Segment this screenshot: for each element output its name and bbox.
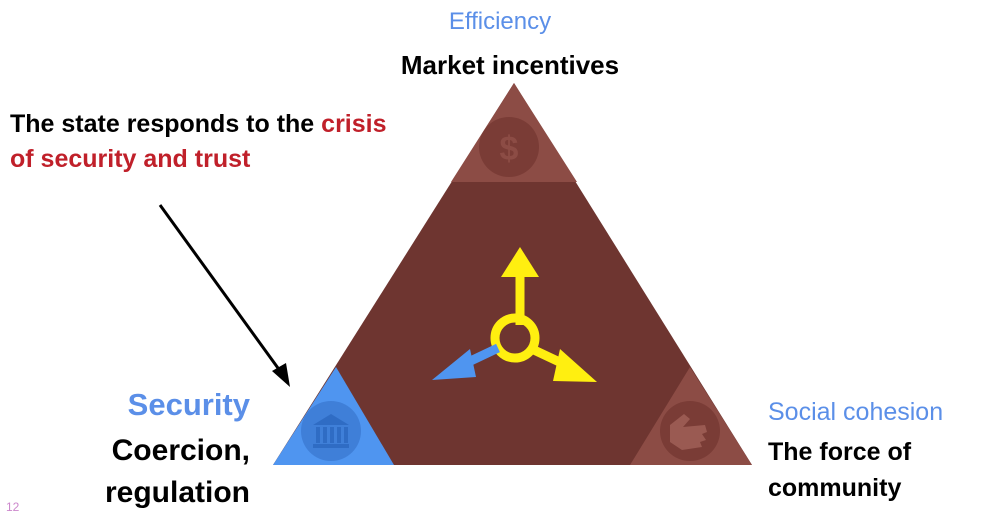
security-title: Security: [127, 387, 250, 422]
callout-text: The state responds to the crisis of secu…: [10, 107, 410, 177]
hand-icon: [660, 401, 720, 461]
social-subtitle-line2: community: [768, 474, 902, 502]
dollar-icon: $: [479, 117, 539, 177]
callout-arrow: [158, 204, 290, 387]
svg-text:$: $: [500, 130, 519, 168]
efficiency-title: Efficiency: [448, 8, 552, 35]
security-subtitle-line1: Coercion,: [111, 434, 250, 467]
social-cohesion-subtitle: The force of community: [768, 434, 988, 506]
security-subtitle-line2: regulation: [104, 476, 250, 509]
three-way-arrows: [432, 247, 597, 382]
callout-black-text: The state responds to the: [10, 110, 322, 138]
efficiency-subtitle: Market incentives: [400, 50, 620, 80]
social-subtitle-line1: The force of: [768, 438, 912, 466]
page-number: 12: [6, 500, 20, 514]
security-subtitle: Coercion, regulation: [40, 430, 250, 514]
social-cohesion-title: Social cohesion: [768, 398, 944, 426]
government-building-icon: [301, 401, 361, 461]
callout-red-text: crisis of security and trust: [10, 110, 387, 173]
